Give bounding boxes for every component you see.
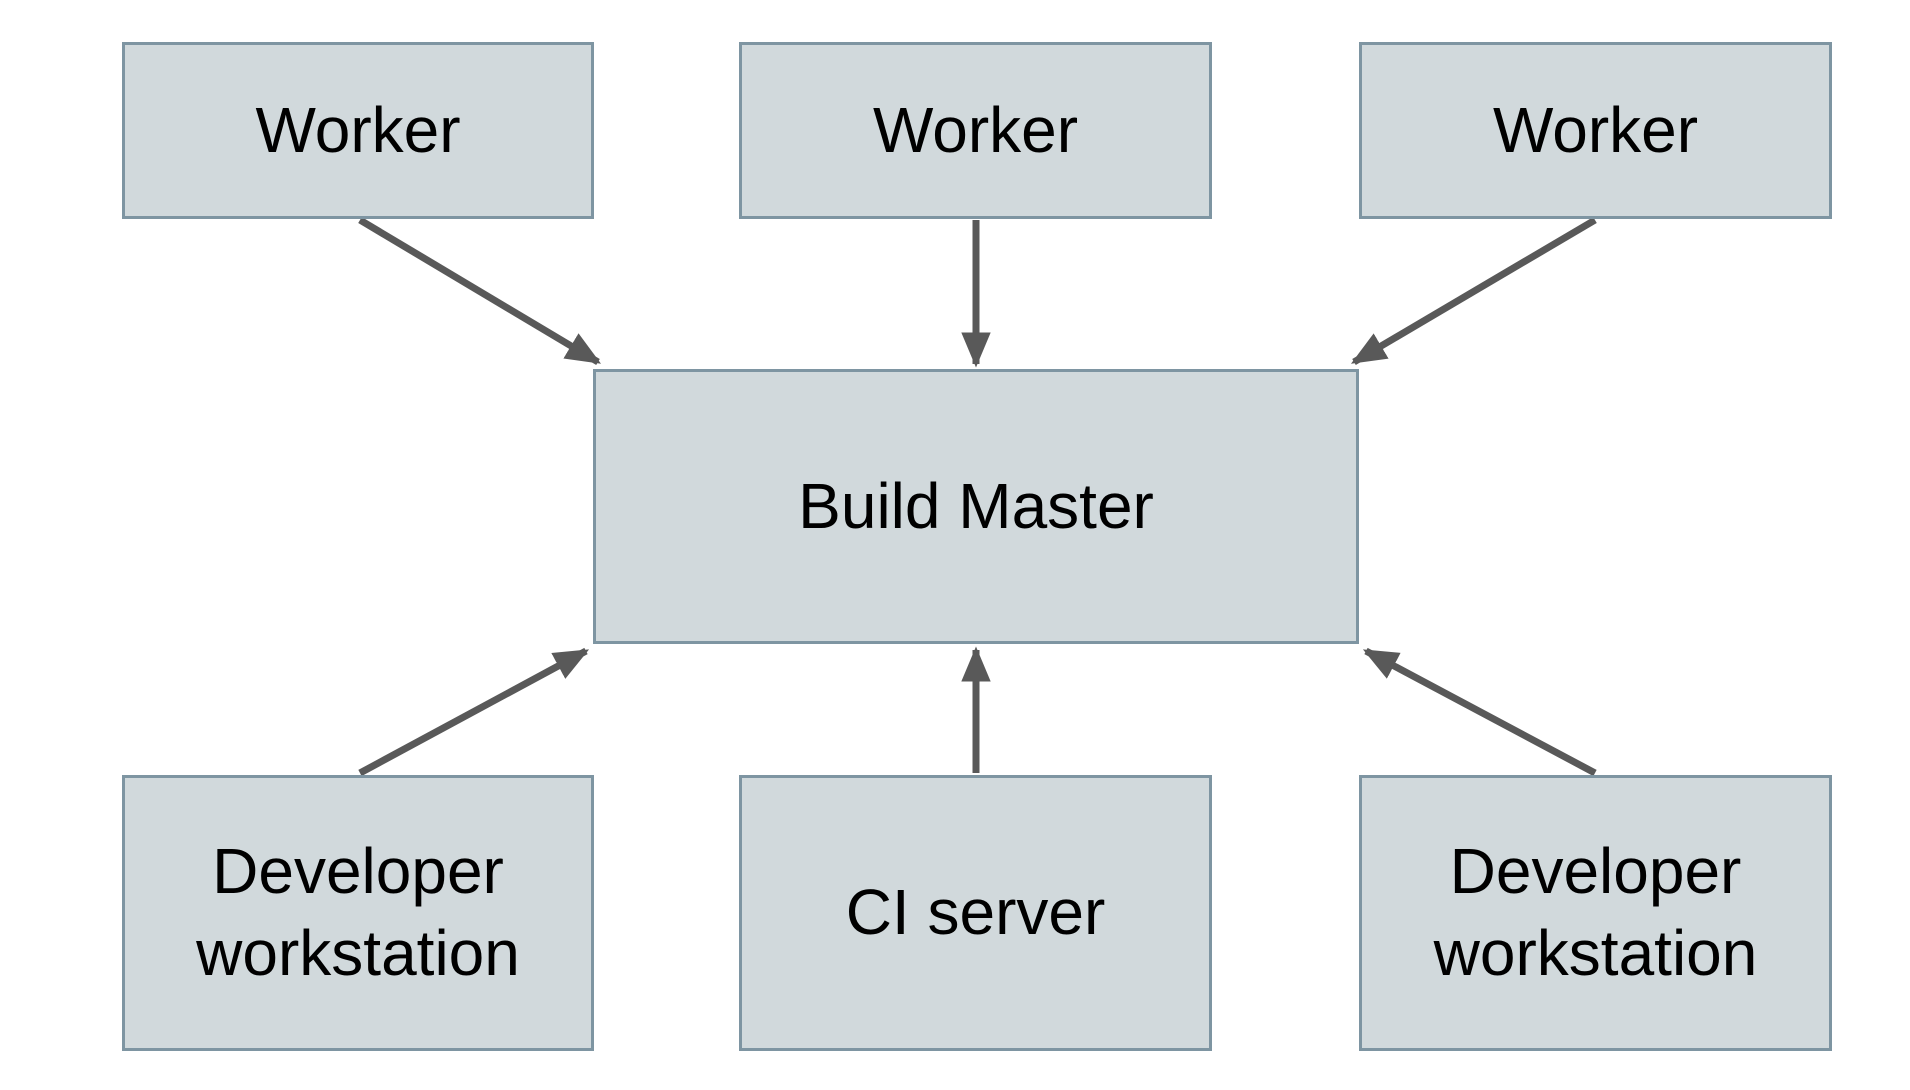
node-worker-1-label: Worker — [255, 93, 461, 166]
arrow-worker-1-to-build-master — [358, 216, 602, 366]
node-ci-server: CI server — [739, 775, 1212, 1051]
node-worker-1: Worker — [122, 42, 594, 219]
arrow-developer-workstation-left-to-build-master — [358, 647, 590, 777]
node-worker-2-label: Worker — [872, 93, 1079, 166]
node-worker-2: Worker — [739, 42, 1212, 219]
node-worker-3: Worker — [1359, 42, 1832, 219]
arrow-developer-workstation-right-to-build-master — [1362, 647, 1597, 777]
node-developer-workstation-left-label: Developer workstation — [196, 835, 520, 989]
node-worker-3-label: Worker — [1492, 93, 1699, 166]
node-developer-workstation-left: Developer workstation — [122, 775, 594, 1051]
node-build-master: Build Master — [593, 369, 1359, 644]
arrow-worker-3-to-build-master — [1350, 216, 1597, 366]
node-ci-server-label: CI server — [845, 876, 1106, 949]
node-build-master-label: Build Master — [798, 469, 1154, 542]
node-developer-workstation-right-label: Developer workstation — [1433, 835, 1758, 989]
node-developer-workstation-right: Developer workstation — [1359, 775, 1832, 1051]
